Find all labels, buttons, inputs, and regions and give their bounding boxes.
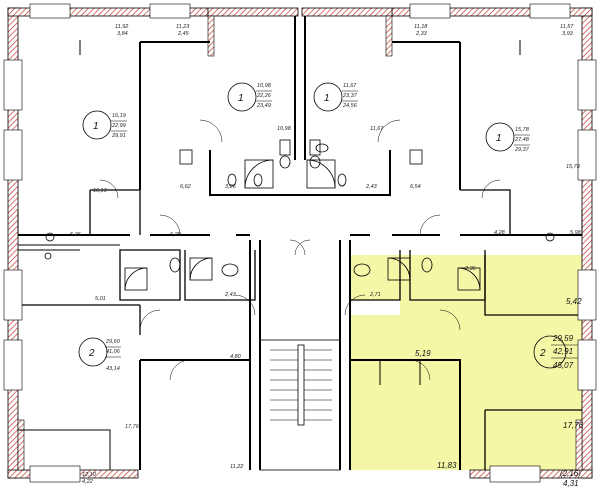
label-tr-balcony-b: 2,33 bbox=[415, 31, 428, 37]
unit-area-usable: 22,26 bbox=[256, 93, 272, 99]
unit-rooms: 1 bbox=[93, 121, 99, 132]
unit-area-total: 29,37 bbox=[514, 147, 530, 153]
label-corr-l: 5,26 bbox=[70, 232, 82, 238]
unit-rooms: 1 bbox=[238, 93, 244, 104]
label-bl-hall: 5,01 bbox=[95, 296, 106, 302]
label-tr-balcony-a: 11,18 bbox=[414, 24, 428, 30]
label-br-kitchen: 5,42 bbox=[566, 297, 582, 306]
unit-area-usable: 23,37 bbox=[342, 93, 358, 99]
unit-area-living: 15,78 bbox=[515, 127, 530, 133]
windows bbox=[3, 3, 597, 483]
label-corr-c: 6,28 bbox=[170, 232, 182, 238]
label-hall-l: 3,26 bbox=[225, 184, 237, 190]
unit-area-usable: 22,99 bbox=[111, 123, 126, 129]
bathroom-fixtures bbox=[44, 139, 555, 291]
label-tl-kitchen: 16,19 bbox=[93, 188, 107, 194]
unit-area-living: 11,67 bbox=[343, 83, 357, 89]
label-br-loggia-b: 4,31 bbox=[563, 479, 579, 488]
unit-label-top-center-1: 1 10,98 22,26 23,49 bbox=[227, 82, 272, 112]
label-corr-r: 4,28 bbox=[494, 230, 506, 236]
room-labels: 11,92 3,84 11,23 2,45 11,18 2,33 11,57 3… bbox=[70, 24, 584, 488]
unit-area-usable: 42,91 bbox=[553, 347, 573, 356]
unit-rooms: 2 bbox=[88, 348, 95, 359]
unit-label-bottom-right: 2 29,59 42,91 45,07 bbox=[533, 334, 578, 370]
unit-area-total: 23,49 bbox=[256, 103, 271, 109]
label-br-hall-a: 2,36 bbox=[464, 266, 477, 272]
unit-area-total: 24,56 bbox=[342, 103, 358, 109]
label-corr-rr: 5,98 bbox=[570, 230, 582, 236]
label-tr-balcony-d: 3,93 bbox=[562, 31, 574, 37]
label-bl-loggia-a: 12,10 bbox=[82, 472, 97, 478]
unit-area-living: 29,59 bbox=[552, 334, 574, 343]
highlighted-apartment bbox=[350, 255, 588, 470]
label-tr-balcony-c: 11,57 bbox=[560, 24, 574, 30]
unit-area-usable: 27,48 bbox=[514, 137, 530, 143]
label-c1-room: 10,98 bbox=[277, 126, 292, 132]
label-br-loggia-a: (2,16) bbox=[560, 469, 581, 478]
unit-area-total: 29,91 bbox=[111, 133, 126, 139]
unit-area-usable: 41,06 bbox=[106, 349, 121, 355]
label-hall-r: 2,43 bbox=[365, 184, 378, 190]
label-br-room: 11,83 bbox=[437, 461, 457, 470]
stairwell bbox=[259, 339, 341, 471]
unit-area-living: 10,98 bbox=[257, 83, 272, 89]
unit-rooms: 1 bbox=[496, 133, 502, 144]
unit-label-top-left: 1 16,19 22,99 29,91 bbox=[82, 110, 127, 140]
unit-label-bottom-left: 2 29,60 41,06 43,14 bbox=[78, 337, 121, 372]
label-br-hall: 5,19 bbox=[415, 349, 431, 358]
label-kitchen-r: 6,54 bbox=[410, 184, 421, 190]
label-kitchen-l: 6,62 bbox=[180, 184, 191, 190]
label-br-balcony: 17,76 bbox=[563, 421, 584, 430]
unit-label-top-right: 1 15,78 27,48 29,37 bbox=[485, 122, 530, 153]
label-br-bath: 2,71 bbox=[369, 292, 381, 298]
label-tr-kitchen: 15,78 bbox=[566, 164, 581, 170]
interior-walls bbox=[17, 16, 588, 470]
unit-area-living: 16,19 bbox=[112, 113, 126, 119]
door-swings bbox=[99, 119, 501, 381]
label-bl-corr: 4,80 bbox=[230, 354, 242, 360]
unit-rooms: 1 bbox=[324, 93, 330, 104]
unit-area-living: 29,60 bbox=[105, 339, 121, 345]
label-bl-balcony: 17,76 bbox=[125, 424, 140, 430]
unit-area-total: 43,14 bbox=[106, 366, 120, 372]
label-bl-room: 11,22 bbox=[230, 464, 243, 470]
unit-rooms: 2 bbox=[539, 348, 546, 359]
label-tl-balcony-b: 3,84 bbox=[117, 31, 128, 37]
unit-area-total: 45,07 bbox=[553, 361, 574, 370]
unit-label-top-center-2: 1 11,67 23,37 24,56 bbox=[313, 82, 358, 112]
label-bl-loggia-b: 4,22 bbox=[82, 479, 93, 485]
label-tl-balcony-c: 11,23 bbox=[176, 24, 190, 30]
stair-treads bbox=[270, 344, 332, 426]
label-c2-room: 11,67 bbox=[370, 126, 384, 132]
label-tl-balcony-a: 11,92 bbox=[115, 24, 128, 30]
label-tl-balcony-d: 2,45 bbox=[177, 31, 190, 37]
label-bl-bath: 2,43 bbox=[224, 292, 237, 298]
